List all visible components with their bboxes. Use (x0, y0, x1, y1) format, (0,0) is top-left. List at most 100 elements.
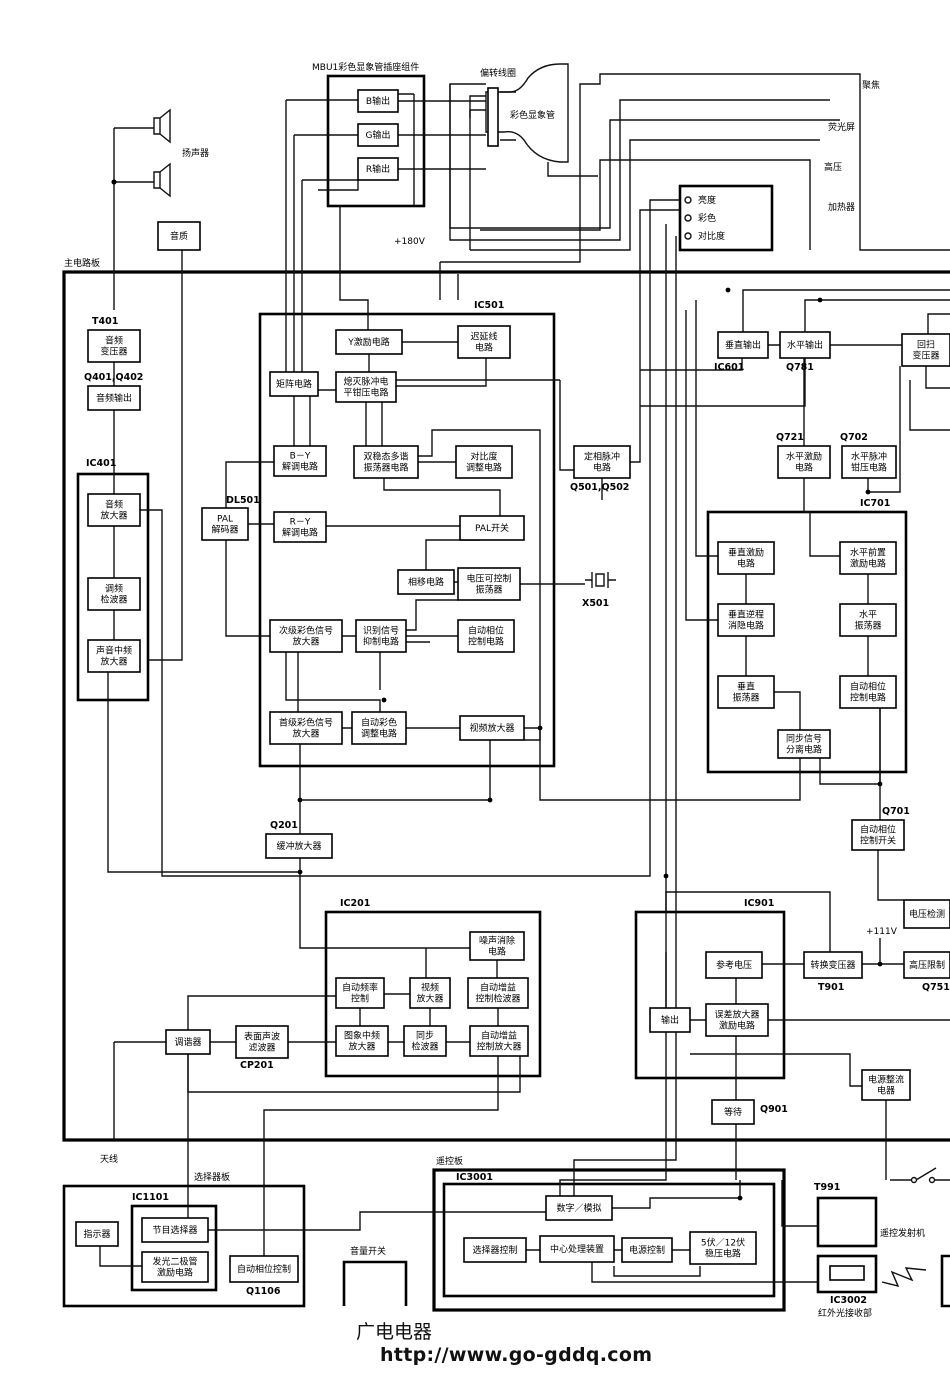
block-conv-tx: 转换变压器 (803, 951, 863, 979)
label-q721: Q721 (776, 432, 804, 443)
label-q701: Q701 (882, 806, 910, 817)
aft-text-1: 控制 (351, 993, 369, 1005)
label-dl501: DL501 (226, 495, 260, 506)
block-cpu: 中心处理装置 (539, 1235, 615, 1263)
wire-19 (559, 209, 680, 500)
wire-0 (398, 100, 486, 170)
knob-terminal-0 (684, 196, 692, 204)
wire-34 (299, 872, 498, 995)
conv-tx-text-0: 转换变压器 (810, 959, 855, 971)
v-osc-text-0: 垂直 (737, 681, 755, 693)
sync-sep-text-1: 分离电路 (786, 744, 822, 756)
ic401-frame (76, 472, 150, 702)
sync-sep-text-0: 同步信号 (786, 733, 822, 745)
standby-text-0: 等待 (724, 1106, 742, 1118)
delay-text-0: 迟延线 (470, 331, 497, 343)
video-amp-text-0: 视频放大器 (469, 722, 514, 734)
matrix-text-0: 矩阵电路 (276, 378, 312, 390)
saw-text-1: 滤波器 (248, 1042, 275, 1054)
h-drv-text-0: 水平激励 (786, 451, 822, 463)
agc-det-text-1: 控制检波器 (475, 993, 520, 1005)
h-pre-text-0: 水平前置 (850, 547, 886, 559)
fixed-phase-text-1: 电路 (593, 462, 611, 474)
wire-27 (877, 708, 904, 901)
chroma1-text-0: 首级彩色信号 (279, 717, 333, 729)
v-blank-text-0: 垂直逆程 (728, 609, 764, 621)
reg-text-1: 稳压电路 (705, 1248, 741, 1260)
selector-board-frame (62, 1184, 306, 1308)
block-sel-ctrl: 选择器控制 (463, 1237, 527, 1263)
b-y-text-1: 解调电路 (282, 461, 318, 473)
sel-ctrl-text-0: 选择器控制 (472, 1244, 517, 1256)
label-speaker: 扬声器 (182, 147, 209, 159)
h-pre-text-1: 激励电路 (850, 558, 886, 570)
label-ic3002: IC3002 (830, 1295, 867, 1306)
block-b-out: B输出 (357, 89, 399, 113)
wire-4 (339, 206, 369, 330)
block-r-out: R输出 (357, 157, 399, 181)
block-tuner: 调谐器 (165, 1029, 211, 1055)
noise-text-0: 噪声消除 (479, 935, 515, 947)
led-drv-text-0: 发光二极管 (152, 1256, 197, 1268)
phase-shift-text-0: 相移电路 (408, 576, 444, 588)
audio-amp-text-0: 音频 (105, 499, 123, 511)
block-vid-amp: 视频放大器 (409, 977, 451, 1009)
wire-26 (909, 313, 950, 431)
label-ic401: IC401 (86, 458, 116, 469)
err-amp-text-1: 激励电路 (719, 1020, 755, 1032)
block-matrix: 矩阵电路 (269, 371, 319, 397)
flyback-text-1: 变压器 (912, 350, 939, 362)
power-switch (890, 1167, 950, 1181)
wire-44 (665, 891, 904, 1021)
block-v-out: 垂直输出 (717, 331, 769, 359)
h-clamp-text-0: 水平脉冲 (851, 451, 887, 463)
pwr-ctrl-text-0: 电源控制 (629, 1244, 665, 1256)
flyback-text-0: 回扫 (917, 339, 935, 351)
footer-url[interactable]: http://www.go-gddq.com (380, 1344, 653, 1366)
wire-24 (803, 358, 901, 557)
label-q401: Q401,Q402 (84, 372, 143, 383)
reg-text-0: 5伏／12伏 (701, 1237, 745, 1249)
h-out-text-0: 水平输出 (787, 339, 823, 351)
label-focus: 聚焦 (862, 79, 880, 91)
wire-20 (559, 224, 677, 1196)
block-output: 输出 (649, 1007, 691, 1033)
dac-text-0: 数字／模拟 (556, 1202, 601, 1214)
block-video-amp: 视频放大器 (459, 715, 525, 741)
v-drv-text-1: 电路 (737, 558, 755, 570)
label-ic901: IC901 (744, 898, 774, 909)
ic201-frame (324, 910, 542, 1078)
label-anode: 高压 (824, 161, 842, 173)
label-selector-board: 选择器板 (194, 1171, 230, 1183)
wire-25 (742, 289, 950, 346)
label-q901: Q901 (760, 1104, 788, 1115)
afc-sw-text-0: 自动相位 (860, 824, 896, 836)
wire-35 (359, 1008, 499, 1043)
speaker-1-icon (153, 108, 171, 144)
knob-label-0: 亮度 (698, 194, 716, 206)
pal-sw-text-0: PAL开关 (475, 522, 509, 534)
remote-board-frame (432, 1168, 786, 1312)
wire-45 (735, 978, 950, 1180)
wire-3 (285, 100, 303, 372)
blocks: B输出G输出R输出音质音频变压器音频输出音频放大器调频检波器声音中频放大器PAL… (75, 89, 950, 1283)
ident-text-0: 识别信号 (363, 625, 399, 637)
h-drv-text-1: 电路 (795, 462, 813, 474)
block-phase-shift: 相移电路 (397, 569, 455, 595)
label-volume-switch: 音量开关 (350, 1245, 386, 1257)
label-q1106: Q1106 (246, 1286, 281, 1297)
